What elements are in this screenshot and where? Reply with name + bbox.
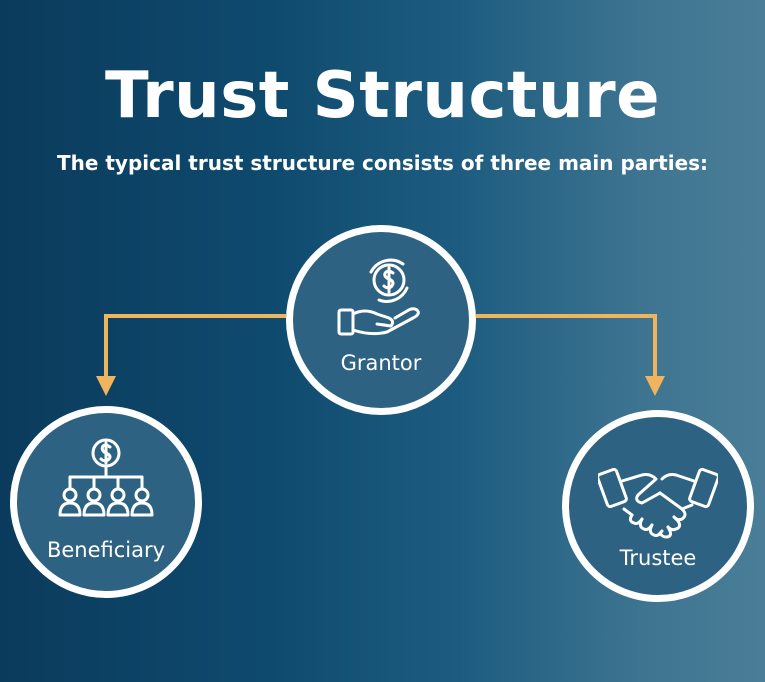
arrowhead-down-icon — [645, 376, 665, 396]
beneficiary-node: Beneficiary — [10, 406, 202, 598]
connector-grantor-to-beneficiary — [96, 314, 286, 396]
page-subtitle: The typical trust structure consists of … — [56, 151, 709, 175]
connector-grantor-to-trustee — [476, 314, 665, 396]
arrowhead-down-icon — [96, 376, 116, 396]
grantor-label: Grantor — [340, 351, 422, 375]
beneficiary-label: Beneficiary — [46, 538, 166, 562]
trustee-label: Trustee — [619, 546, 697, 570]
handshake-icon — [598, 467, 718, 539]
page-title: Trust Structure — [104, 59, 661, 133]
money-hierarchy-people-icon — [58, 438, 154, 517]
grantor-node: Grantor — [286, 225, 476, 415]
hand-receiving-money-icon — [337, 258, 420, 336]
trustee-node: Trustee — [562, 410, 754, 602]
